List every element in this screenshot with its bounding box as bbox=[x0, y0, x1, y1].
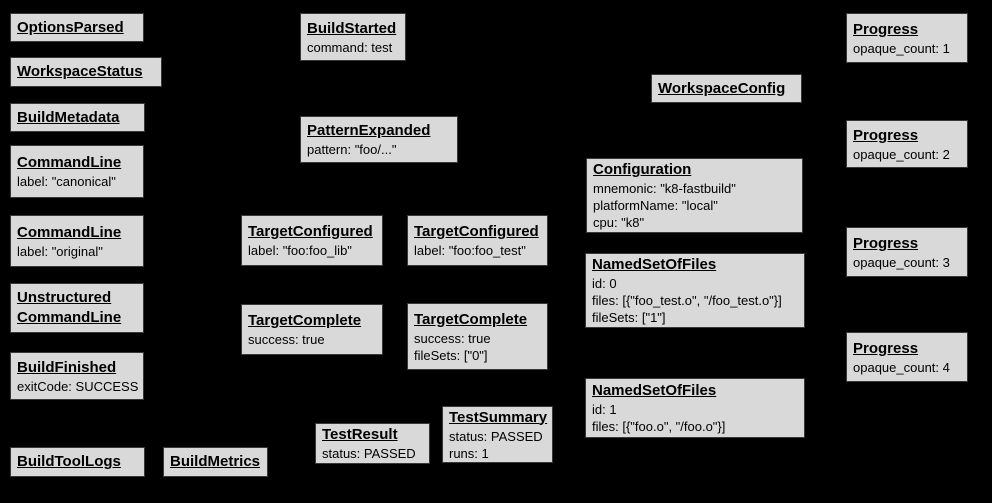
box-command-line-canonical: CommandLine label: "canonical" bbox=[10, 145, 144, 198]
box-title: PatternExpanded bbox=[307, 122, 431, 139]
box-title: Progress bbox=[853, 339, 919, 357]
box-field: label: "original" bbox=[17, 243, 103, 259]
box-title: CommandLine bbox=[17, 154, 122, 171]
box-field: status: PASSED bbox=[449, 428, 543, 444]
box-named-set-of-files-0: NamedSetOfFiles id: 0 files: [{"foo_test… bbox=[585, 253, 805, 328]
box-title: CommandLine bbox=[17, 223, 122, 241]
box-field: status: PASSED bbox=[322, 446, 416, 461]
box-options-parsed: OptionsParsed bbox=[10, 13, 144, 42]
box-test-result: TestResult status: PASSED bbox=[315, 423, 430, 464]
box-title: Unstructured bbox=[17, 289, 112, 306]
box-named-set-of-files-1: NamedSetOfFiles id: 1 files: [{"foo.o", … bbox=[585, 378, 805, 438]
box-title: NamedSetOfFiles bbox=[592, 382, 717, 399]
box-build-metadata: BuildMetadata bbox=[10, 103, 145, 132]
box-field: command: test bbox=[307, 39, 393, 55]
box-field: cpu: "k8" bbox=[593, 215, 645, 230]
box-title: TargetComplete bbox=[248, 312, 362, 329]
box-field: opaque_count: 3 bbox=[853, 254, 950, 270]
box-field: id: 0 bbox=[592, 276, 617, 291]
box-target-complete-foo-test: TargetComplete success: true fileSets: [… bbox=[407, 303, 548, 370]
box-title: TargetConfigured bbox=[414, 223, 539, 240]
box-title: Progress bbox=[853, 126, 919, 144]
box-field: mnemonic: "k8-fastbuild" bbox=[593, 181, 736, 196]
box-field: files: [{"foo_test.o", "/foo_test.o"}] bbox=[592, 293, 782, 308]
box-title: BuildStarted bbox=[307, 19, 397, 37]
box-title: CommandLine bbox=[17, 309, 122, 326]
box-field: fileSets: ["1"] bbox=[592, 310, 666, 325]
box-title: NamedSetOfFiles bbox=[592, 256, 717, 273]
box-target-configured-foo-test: TargetConfigured label: "foo:foo_test" bbox=[407, 215, 548, 266]
box-unstructured-command-line: Unstructured CommandLine bbox=[10, 283, 144, 333]
box-build-finished: BuildFinished exitCode: SUCCESS bbox=[10, 352, 144, 400]
box-title: BuildToolLogs bbox=[17, 453, 121, 470]
box-target-complete-foo-lib: TargetComplete success: true bbox=[241, 304, 383, 355]
box-title: Progress bbox=[853, 20, 919, 38]
box-title: BuildFinished bbox=[17, 358, 117, 376]
box-field: opaque_count: 1 bbox=[853, 40, 950, 56]
box-title: WorkspaceStatus bbox=[17, 63, 143, 80]
box-title: Configuration bbox=[593, 161, 692, 178]
box-field: runs: 1 bbox=[449, 445, 489, 461]
box-progress-4: Progress opaque_count: 4 bbox=[846, 332, 968, 382]
box-command-line-original: CommandLine label: "original" bbox=[10, 215, 144, 267]
box-field: files: [{"foo.o", "/foo.o"}] bbox=[592, 419, 726, 434]
box-field: label: "canonical" bbox=[17, 174, 116, 189]
box-progress-2: Progress opaque_count: 2 bbox=[846, 120, 968, 168]
box-field: label: "foo:foo_test" bbox=[414, 243, 526, 258]
box-field: pattern: "foo/..." bbox=[307, 142, 397, 157]
box-title: OptionsParsed bbox=[17, 18, 124, 36]
box-field: opaque_count: 2 bbox=[853, 146, 950, 162]
box-progress-3: Progress opaque_count: 3 bbox=[846, 227, 968, 277]
box-title: TargetComplete bbox=[414, 310, 528, 328]
box-title: BuildMetrics bbox=[170, 453, 261, 470]
box-title: WorkspaceConfig bbox=[658, 79, 786, 97]
box-field: label: "foo:foo_lib" bbox=[248, 243, 352, 258]
box-pattern-expanded: PatternExpanded pattern: "foo/..." bbox=[300, 116, 458, 163]
box-test-summary: TestSummary status: PASSED runs: 1 bbox=[442, 406, 553, 463]
box-field: opaque_count: 4 bbox=[853, 359, 950, 375]
box-title: TargetConfigured bbox=[248, 223, 373, 240]
box-field: success: true bbox=[248, 332, 325, 347]
box-configuration: Configuration mnemonic: "k8-fastbuild" p… bbox=[586, 158, 803, 233]
box-build-tool-logs: BuildToolLogs bbox=[10, 447, 145, 477]
box-build-metrics: BuildMetrics bbox=[163, 447, 268, 477]
box-title: BuildMetadata bbox=[17, 108, 120, 126]
box-title: TestResult bbox=[322, 426, 398, 443]
box-build-started: BuildStarted command: test bbox=[300, 13, 406, 61]
box-workspace-status: WorkspaceStatus bbox=[10, 57, 162, 87]
box-title: TestSummary bbox=[449, 408, 548, 426]
box-field: exitCode: SUCCESS bbox=[17, 378, 139, 394]
box-field: success: true bbox=[414, 330, 491, 346]
box-target-configured-foo-lib: TargetConfigured label: "foo:foo_lib" bbox=[241, 215, 383, 266]
box-title: Progress bbox=[853, 234, 919, 252]
box-field: id: 1 bbox=[592, 402, 617, 417]
box-field: fileSets: ["0"] bbox=[414, 347, 488, 363]
box-workspace-config: WorkspaceConfig bbox=[651, 74, 802, 103]
box-field: platformName: "local" bbox=[593, 198, 718, 213]
box-progress-1: Progress opaque_count: 1 bbox=[846, 13, 968, 63]
